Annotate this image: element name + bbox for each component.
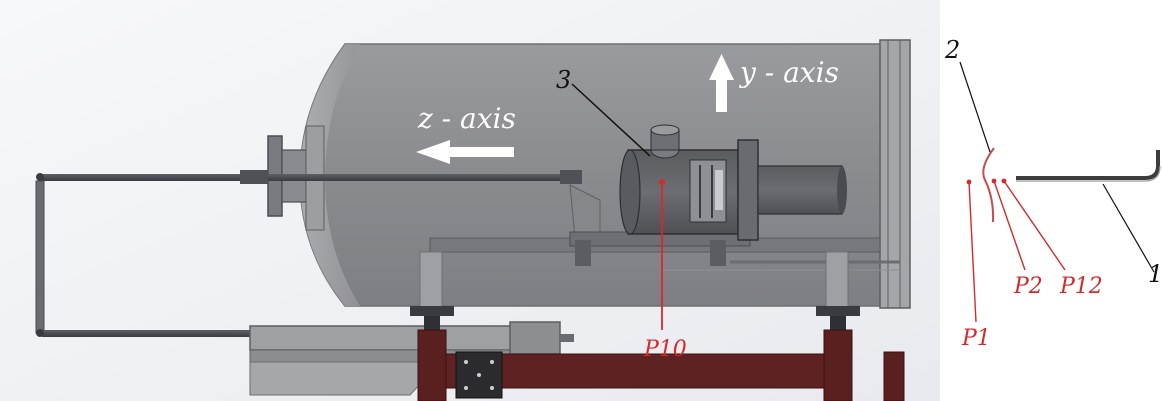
linear-actuator	[249, 321, 574, 396]
point-p10	[659, 179, 665, 330]
z-axis-arrow	[416, 140, 514, 164]
label-3: 3	[556, 66, 571, 94]
leader-line-2	[959, 61, 991, 153]
tank-supports	[410, 251, 860, 330]
leader-line-3	[571, 83, 651, 157]
test-chamber	[569, 124, 847, 266]
label-2: 2	[944, 36, 960, 64]
p12-label: P12	[1059, 274, 1103, 299]
leader-line-1	[1102, 183, 1155, 273]
y-axis-label: y - axis	[738, 56, 839, 89]
push-rod	[35, 170, 582, 337]
z-axis-label: z - axis	[417, 102, 516, 135]
p2-label: P2	[1013, 274, 1043, 299]
support-frame	[417, 329, 905, 401]
p10-label: P10	[643, 337, 687, 362]
label-1: 1	[1148, 260, 1162, 288]
side-sketch	[959, 61, 1161, 323]
y-axis-arrow	[709, 54, 734, 112]
p1-label: P1	[961, 326, 991, 351]
element-2	[982, 147, 995, 223]
